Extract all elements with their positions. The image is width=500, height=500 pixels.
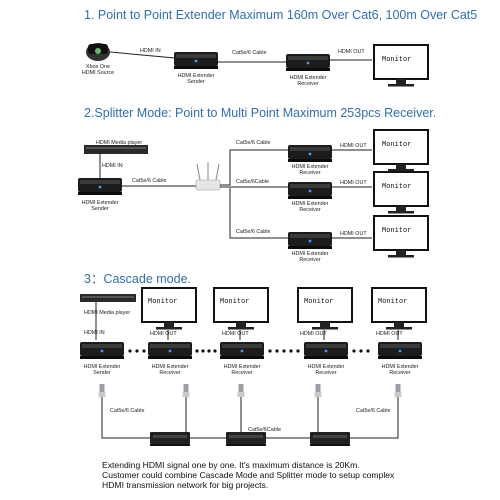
s2-receiver-2 [288, 182, 332, 199]
s3-cable-mid-label: Cat5e/6Cable [248, 427, 281, 433]
s1-hdmi-in-label: HDMI IN [140, 48, 161, 54]
s3-plug-1 [98, 384, 106, 397]
s3-monitor-3 [297, 287, 353, 331]
s3-receiver-4 [378, 342, 422, 359]
s2-cable-a-label: Cat5e/6 Cable [236, 140, 271, 146]
s2-hdmi-out-2: HDMI OUT [340, 180, 367, 186]
s2-monitor-2 [373, 171, 429, 215]
s3-hdmi-out-1: HDMI OUT [150, 331, 177, 337]
s3-plug-2 [182, 384, 190, 397]
section-2-title: 2.Splitter Mode: Point to Multi Point Ma… [84, 106, 437, 120]
s2-receiver-1 [288, 145, 332, 162]
s1-xbox-icon [86, 43, 110, 61]
s3-cable-left-label: Cat5e/6 Cable [110, 408, 145, 414]
s3-monitor-text-1: Monitor [148, 298, 178, 306]
s2-media-player [84, 145, 148, 154]
note-line-3: HDMI transmission network for big projec… [102, 480, 269, 490]
s1-receiver-device [286, 54, 330, 71]
s3-monitor-text-3: Monitor [304, 298, 334, 306]
s1-hdmi-cable [109, 51, 176, 59]
s3-plug-5 [394, 384, 402, 397]
s2-split-cables [220, 149, 288, 239]
s2-monitor-text-3: Monitor [382, 227, 412, 235]
s2-sender-device [78, 178, 122, 195]
s1-monitor [373, 44, 429, 88]
s3-media-player [80, 294, 136, 302]
s3-switch-1 [150, 432, 190, 446]
s2-player-label: HDMI Media player [96, 140, 143, 146]
s3-player-label: HDMI Media player [84, 310, 131, 316]
s3-receiver-2 [220, 342, 264, 359]
s1-monitor-text: Monitor [382, 56, 412, 64]
section-1-title: 1. Point to Point Extender Maximum 160m … [84, 8, 478, 22]
s2-monitor-text-1: Monitor [382, 141, 412, 149]
s3-receiver-3 [304, 342, 348, 359]
s3-plug-4 [314, 384, 322, 397]
s3-switch-2 [226, 432, 266, 446]
s2-receiver-3 [288, 232, 332, 249]
s2-router-icon [195, 162, 221, 191]
s2-monitor-3 [373, 215, 429, 259]
s3-cable-right-label: Cat5e/6 Cable [356, 408, 391, 414]
s2-cable-b-label: Cat5e/6Cable [236, 179, 269, 185]
s2-monitor-text-2: Monitor [382, 183, 412, 191]
s3-hdmi-out-3: HDMI OUT [300, 331, 327, 337]
s1-cable-label: Cat5e/6 Cable [232, 50, 267, 56]
s3-hdmi-out-2: HDMI OUT [222, 331, 249, 337]
s2-monitor-1 [373, 129, 429, 173]
s3-hdmi-in-label: HDMI IN [84, 330, 105, 336]
s2-hdmi-out-3: HDMI OUT [340, 231, 367, 237]
s3-monitor-1 [141, 287, 197, 331]
s3-hdmi-out-4: HDMI OUT [376, 331, 403, 337]
s2-hdmi-in-label: HDMI IN [102, 163, 123, 169]
s3-monitor-text-2: Monitor [220, 298, 250, 306]
s3-monitor-2 [213, 287, 269, 331]
s2-cable-c-label: Cat5e/6 Cable [236, 229, 271, 235]
s3-sender-device [80, 342, 124, 359]
s3-receiver-1 [148, 342, 192, 359]
s1-sender-device [174, 52, 218, 69]
note-line-1: Extending HDMI signal one by one. It's m… [102, 460, 360, 470]
note-line-2: Customer could combine Cascade Mode and … [102, 470, 395, 480]
s3-monitor-text-4: Monitor [378, 298, 408, 306]
s2-hdmi-out-1: HDMI OUT [340, 143, 367, 149]
section-3-title: 3：Cascade mode. [84, 272, 192, 286]
s3-dotted-links [128, 349, 370, 353]
s3-monitor-4 [371, 287, 427, 331]
s3-switch-3 [310, 432, 350, 446]
s3-plug-3 [237, 384, 245, 397]
s3-note: Extending HDMI signal one by one. It's m… [102, 460, 462, 490]
s2-cable-main-label: Cat5e/6 Cable [132, 178, 167, 184]
s1-hdmi-out-label: HDMI OUT [338, 49, 365, 55]
s3-switch-cables [101, 397, 399, 439]
